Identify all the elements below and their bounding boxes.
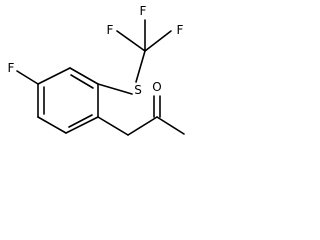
bond-carbonyl-methyl xyxy=(156,116,185,135)
atom-sulfur: S xyxy=(134,83,142,97)
bond-ring-fluorine xyxy=(16,70,39,85)
bond-sulfur-cf3 xyxy=(135,50,146,83)
bond-ring-sulfur xyxy=(97,83,133,95)
benzene-ring xyxy=(37,67,99,134)
atom-oxygen-carbonyl: O xyxy=(152,80,161,94)
bond-ring-2 xyxy=(65,116,99,134)
bond-ring-4 xyxy=(69,67,99,85)
atom-fluorine-cf3-right: F xyxy=(177,23,184,37)
atom-fluorine-ring: F xyxy=(8,61,15,75)
atom-fluorine-cf3-top: F xyxy=(140,4,147,18)
bond-ring-double-1 xyxy=(68,114,93,128)
atom-fluorine-cf3-left: F xyxy=(107,23,114,37)
bond-ring-ch2 xyxy=(97,116,129,136)
bond-ch2-carbonyl xyxy=(127,116,158,136)
bond-ring-1 xyxy=(37,116,67,134)
bond-ring-double-2 xyxy=(70,74,94,89)
bond-ring-5 xyxy=(37,67,71,85)
bond-cf3-f-left xyxy=(116,30,146,52)
bond-cf3-f-right xyxy=(144,30,172,52)
chemical-structure: F S F F F O xyxy=(8,4,185,136)
